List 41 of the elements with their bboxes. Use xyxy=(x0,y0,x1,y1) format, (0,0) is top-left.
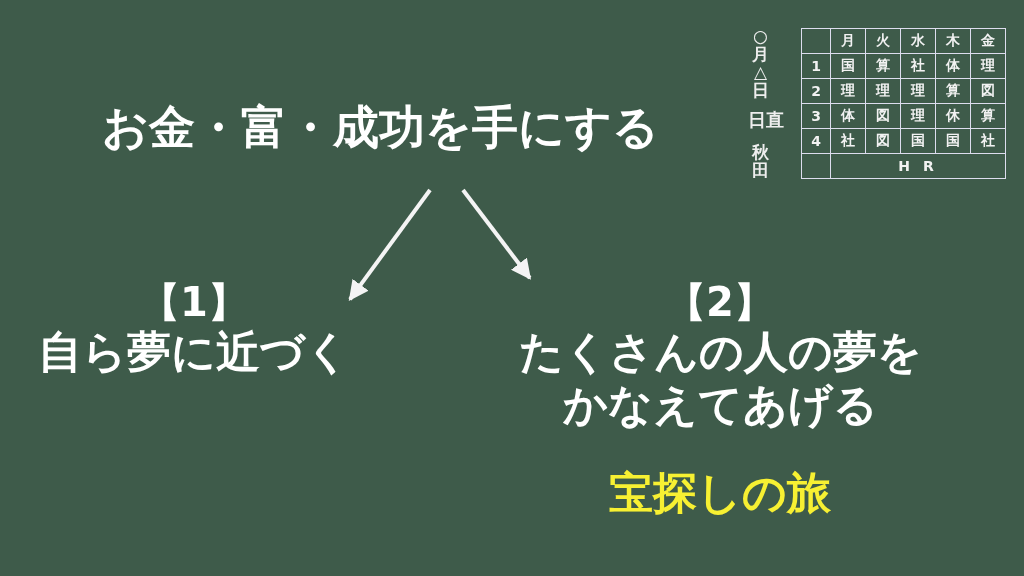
arrow xyxy=(348,188,432,301)
table-cell: 理 xyxy=(830,78,866,104)
table-cell: 理 xyxy=(970,53,1006,79)
table-cell: H R xyxy=(830,153,1006,179)
heading-text: 【1】 xyxy=(139,278,249,326)
text: お金・富・成功を手にする xyxy=(100,100,660,156)
name-text: 秋田 xyxy=(752,144,769,180)
table-cell: 金 xyxy=(970,28,1006,54)
highlight-text: 宝探しの旅 xyxy=(608,465,832,520)
table-cell: 図 xyxy=(865,128,901,154)
arrow xyxy=(461,188,532,280)
table-cell: 休 xyxy=(935,103,971,129)
table-cell: 月 xyxy=(830,28,866,54)
table-cell: 理 xyxy=(900,103,936,129)
table-cell: 理 xyxy=(900,78,936,104)
table-cell: 木 xyxy=(935,28,971,54)
table-cell: 図 xyxy=(865,103,901,129)
table-cell: 国 xyxy=(935,128,971,154)
table-cell: 国 xyxy=(900,128,936,154)
date-text: ○月△日 xyxy=(752,28,769,100)
duty-label: 日直 xyxy=(748,108,784,132)
table-cell: 社 xyxy=(970,128,1006,154)
table-cell: 算 xyxy=(970,103,1006,129)
table-cell: 算 xyxy=(865,53,901,79)
table-cell: 体 xyxy=(830,103,866,129)
heading-text: 【2】 xyxy=(665,278,775,326)
table-cell: 算 xyxy=(935,78,971,104)
table-cell: 3 xyxy=(801,103,831,129)
text: 自ら夢に近づく xyxy=(38,326,350,379)
table-cell: 2 xyxy=(801,78,831,104)
table-cell: 水 xyxy=(900,28,936,54)
table-cell: 4 xyxy=(801,128,831,154)
table-cell: 1 xyxy=(801,53,831,79)
table-cell: 体 xyxy=(935,53,971,79)
table-cell: 火 xyxy=(865,28,901,54)
table-cell: 社 xyxy=(830,128,866,154)
table-cell: 社 xyxy=(900,53,936,79)
table-cell: 国 xyxy=(830,53,866,79)
table-cell: 図 xyxy=(970,78,1006,104)
table-cell: 理 xyxy=(865,78,901,104)
text: たくさんの人の夢をかなえてあげる xyxy=(517,326,923,432)
